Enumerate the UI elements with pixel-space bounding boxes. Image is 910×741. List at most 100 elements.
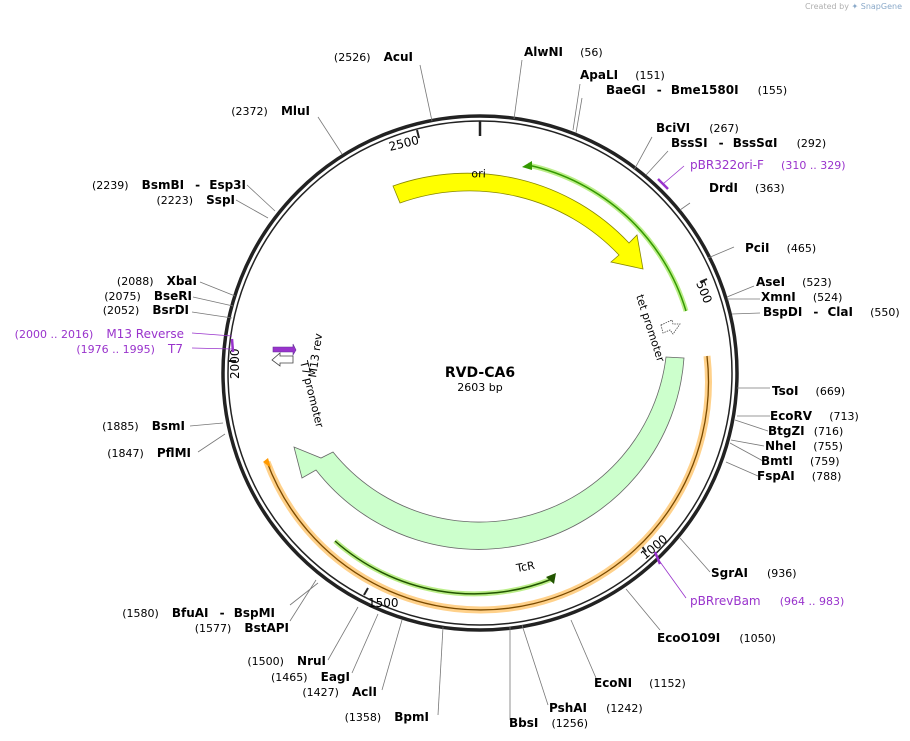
site-bsmbi-name2: Esp3I (209, 178, 246, 192)
site-tsoi-pos: (669) (816, 385, 846, 398)
primer-pbrrevbam: pBRrevBam (964 .. 983) (690, 590, 844, 609)
site-btgzi: BtgZI (716) (768, 420, 843, 439)
site-drdi-name: DrdI (709, 181, 738, 195)
tcr-label: TcR (514, 559, 536, 575)
site-sgrai-name: SgrAI (711, 566, 748, 580)
site-alwni-name: AlwNI (524, 45, 563, 59)
tick-2000: 2000 (228, 348, 242, 379)
site-bsmbi: (2239) BsmBI - Esp3I (92, 174, 246, 193)
site-pcii-pos: (465) (787, 242, 817, 255)
credit-prefix: Created by (804, 2, 849, 11)
site-xbai-name: XbaI (167, 274, 197, 288)
site-acli-name: AclI (352, 685, 377, 699)
site-bsrdi: (2052) BsrDI (103, 299, 189, 318)
site-bpmi-name: BpmI (394, 710, 429, 724)
primer-t7: (1976 .. 1995) T7 (76, 338, 183, 357)
site-bspdi-name: BspDI (763, 305, 802, 319)
primer-pbr322ori-f: pBR322ori-F (310 .. 329) (690, 154, 846, 173)
primer-m13-reverse: (2000 .. 2016) M13 Reverse (15, 323, 184, 342)
site-bsmbi-pos: (2239) (92, 179, 129, 192)
site-drdi: DrdI (363) (709, 177, 785, 196)
site-sspi: (2223) SspI (156, 189, 235, 208)
primer-pbrrevbam-range: (964 .. 983) (780, 595, 845, 608)
site-nhei: NheI (755) (765, 435, 843, 454)
site-nrui-name: NruI (297, 654, 326, 668)
green-inner-arrowhead (546, 573, 556, 584)
site-xmni: XmnI (524) (761, 286, 842, 305)
site-xbai-pos: (2088) (117, 275, 154, 288)
site-bfuai-pos: (1580) (122, 607, 159, 620)
site-bpmi-pos: (1358) (345, 711, 382, 724)
site-nrui: (1500) NruI (247, 650, 326, 669)
site-bsmbi-sep: - (195, 178, 200, 192)
site-fspai-pos: (788) (812, 470, 842, 483)
site-bsrdi-pos: (2052) (103, 304, 140, 317)
site-eagi: (1465) EagI (271, 666, 350, 685)
site-tsoi: TsoI (669) (772, 380, 845, 399)
site-beseri-name: BseRI (154, 289, 192, 303)
primer-m13-reverse-range: (2000 .. 2016) (15, 328, 94, 341)
ori-feature (392, 172, 644, 270)
site-ecorv-pos: (713) (829, 410, 859, 423)
orange-arc-arrowhead (263, 458, 271, 468)
plasmid-name: RVD-CA6 (445, 365, 515, 381)
site-drdi-pos: (363) (755, 182, 785, 195)
site-pflmi: (1847) PflMI (107, 442, 191, 461)
site-bbsi: BbsI (1256) (509, 712, 588, 731)
plasmid-length: 2603 bp (457, 381, 502, 394)
site-acui-name: AcuI (384, 50, 413, 64)
primer-t7-name: T7 (167, 342, 183, 356)
m13-rev-label: M13 rev (306, 332, 325, 378)
site-asei: AseI (523) (756, 271, 832, 290)
ori-highlight-arrowhead (522, 161, 532, 170)
primer-pbr322ori-f-range: (310 .. 329) (781, 159, 846, 172)
site-bsmbi-name: BsmBI (142, 178, 184, 192)
site-bmti: BmtI (759) (761, 450, 840, 469)
site-asei-name: AseI (756, 275, 785, 289)
site-bbsi-name: BbsI (509, 716, 538, 730)
site-bcivi-name: BciVI (656, 121, 690, 135)
credit-brand: SnapGene (860, 2, 902, 11)
site-bsmi: (1885) BsmI (102, 415, 185, 434)
primer-pbrrevbam-name: pBRrevBam (690, 594, 761, 608)
site-bsrdi-name: BsrDI (152, 303, 189, 317)
ori-highlight-line (527, 164, 687, 312)
site-acui-pos: (2526) (334, 51, 371, 64)
ori-label: ori (471, 167, 486, 180)
primer-leaders (191, 165, 687, 599)
site-mlui-pos: (2372) (231, 105, 268, 118)
site-nhei-pos: (755) (813, 440, 843, 453)
site-mlui-name: MluI (281, 104, 310, 118)
site-eagi-name: EagI (321, 670, 350, 684)
m13-rev-feature (272, 343, 297, 357)
t7-promoter-label: T7 promoter (297, 359, 326, 430)
site-apali: ApaLI (151) (580, 64, 665, 83)
tet-promoter-feature (660, 319, 681, 335)
site-baegi-name2: Bme1580I (671, 83, 739, 97)
backbone-outer (221, 114, 739, 632)
site-bsssi: BssSI - BssSαI (292) (671, 132, 826, 151)
site-eco0109i: EcoO109I (1050) (657, 627, 776, 646)
site-bstapi-name: BstAPI (244, 621, 289, 635)
site-bmti-pos: (759) (810, 455, 840, 468)
site-econi-pos: (1152) (649, 677, 686, 690)
site-fspai-name: FspAI (757, 469, 795, 483)
site-bcivi-pos: (267) (709, 122, 739, 135)
site-nrui-pos: (1500) (247, 655, 284, 668)
t7-promoter-feature (271, 352, 294, 367)
site-bsssi-name2: BssSαI (733, 136, 778, 150)
site-alwni: AlwNI (56) (524, 41, 603, 60)
site-apali-name: ApaLI (580, 68, 618, 82)
site-apali-pos: (151) (635, 69, 665, 82)
site-btgzi-name: BtgZI (768, 424, 805, 438)
site-sgrai: SgrAI (936) (711, 562, 797, 581)
site-bfuai-sep: - (220, 606, 225, 620)
site-acli-pos: (1427) (302, 686, 339, 699)
site-xbai: (2088) XbaI (117, 270, 197, 289)
site-eagi-pos: (1465) (271, 671, 308, 684)
site-bspdi-sep: - (813, 305, 818, 319)
ori-label-wrap: ori (471, 167, 486, 180)
site-bspdi: BspDI - ClaI (550) (763, 301, 900, 320)
leader-lines (189, 59, 770, 720)
